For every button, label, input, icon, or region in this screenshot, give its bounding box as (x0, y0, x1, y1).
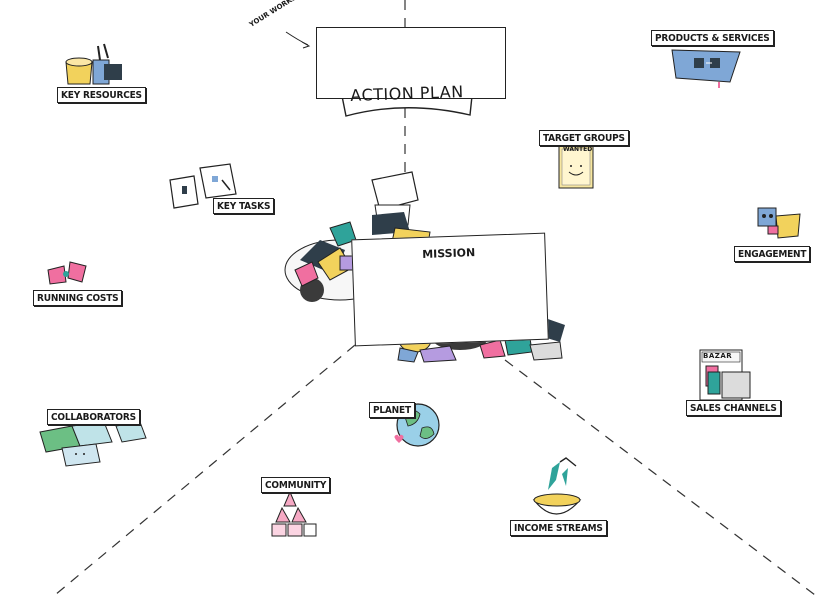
income-streams-illustration (532, 457, 582, 515)
key-tasks-illustration (169, 163, 237, 209)
target-groups-illustration (558, 145, 594, 189)
mission-title: MISSION (422, 246, 476, 261)
divider-left (54, 344, 356, 595)
label-key-resources[interactable]: KEY RESOURCES (57, 87, 146, 103)
label-planet[interactable]: PLANET (369, 402, 415, 418)
label-products-services[interactable]: PRODUCTS & SERVICES (651, 30, 774, 46)
products-services-illustration (671, 49, 741, 88)
engagement-illustration (757, 207, 801, 239)
running-costs-illustration (47, 261, 87, 285)
collaborators-illustration (39, 421, 147, 467)
workspace-name-box[interactable] (316, 27, 506, 99)
label-engagement[interactable]: ENGAGEMENT (734, 246, 811, 262)
target-groups-poster-text: WANTED (563, 146, 593, 153)
sales-channels-illustration (699, 349, 751, 401)
divider-right (504, 359, 816, 595)
mission-card[interactable]: MISSION (351, 232, 549, 347)
key-resources-illustration (65, 43, 122, 85)
label-community[interactable]: COMMUNITY (261, 477, 331, 493)
label-key-tasks[interactable]: KEY TASKS (213, 198, 275, 214)
label-income-streams[interactable]: INCOME STREAMS (510, 520, 607, 536)
label-running-costs[interactable]: RUNNING COSTS (33, 290, 123, 306)
community-illustration (271, 490, 317, 537)
label-target-groups[interactable]: TARGET GROUPS (539, 130, 629, 146)
label-collaborators[interactable]: COLLABORATORS (47, 409, 140, 425)
sales-channels-sign: BAZAR (703, 352, 733, 360)
label-sales-channels[interactable]: SALES CHANNELS (686, 400, 781, 416)
